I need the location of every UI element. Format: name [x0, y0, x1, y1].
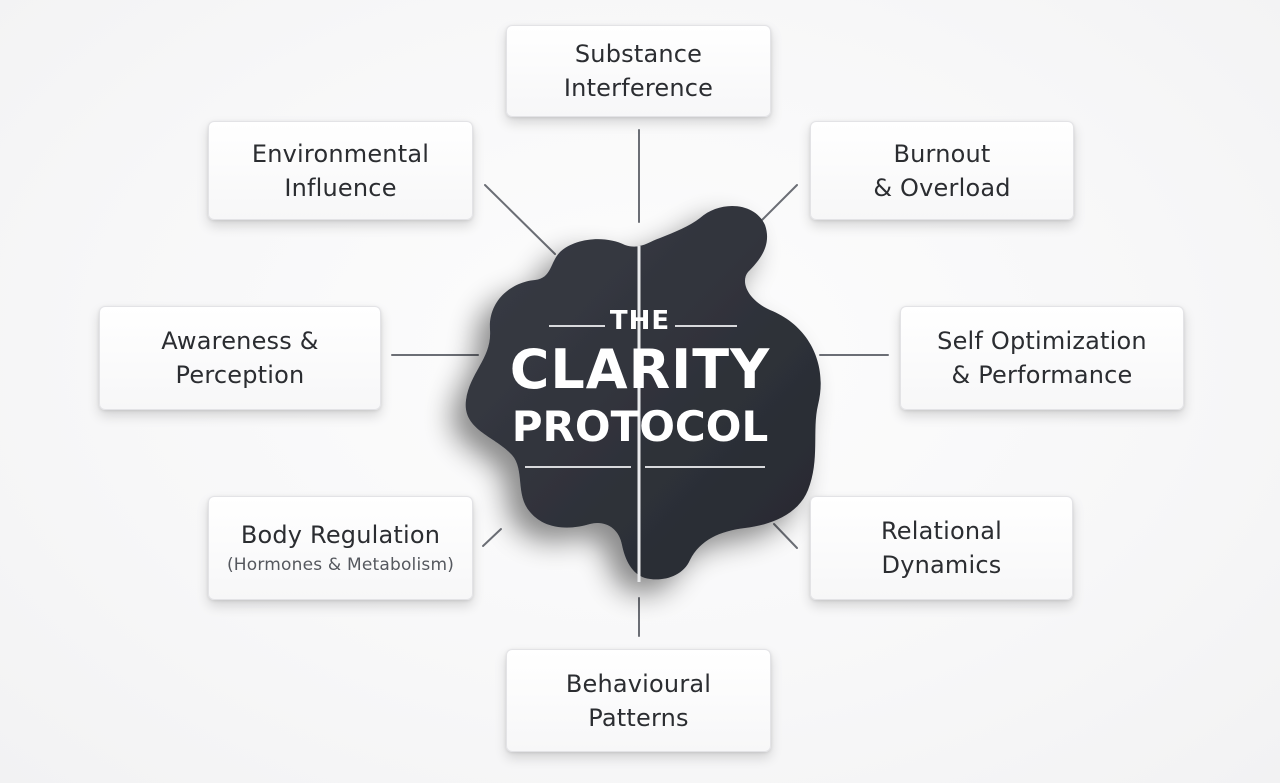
node-label-line: Influence	[284, 173, 397, 202]
node-relational-dynamics[interactable]: Relational Dynamics	[810, 496, 1073, 600]
node-label-line: Patterns	[588, 703, 689, 732]
connector-burnout	[761, 184, 798, 221]
node-substance-interference[interactable]: Substance Interference	[506, 25, 771, 117]
node-burnout-overload[interactable]: Burnout & Overload	[810, 121, 1074, 220]
connector-body-regulation	[482, 528, 502, 547]
title-rules	[525, 325, 765, 468]
node-awareness-perception[interactable]: Awareness & Perception	[99, 306, 381, 410]
node-label-line: Dynamics	[881, 551, 1002, 579]
node-label-line: Substance	[574, 40, 703, 68]
node-label-line: & Overload	[873, 173, 1011, 202]
node-environmental-influence[interactable]: Environmental Influence	[208, 121, 473, 220]
node-label-line: Relational	[880, 517, 1003, 545]
node-label-line: Perception	[175, 361, 305, 389]
node-label-line: Interference	[563, 74, 714, 102]
title-protocol: PROTOCOL	[511, 402, 769, 451]
node-behavioural-patterns[interactable]: Behavioural Patterns	[506, 649, 771, 752]
connector-relational	[773, 523, 798, 549]
title-the: THE	[609, 306, 671, 336]
node-label-line: Behavioural	[565, 669, 712, 698]
node-label-line: Self Optimization	[937, 327, 1147, 355]
connector-environmental	[484, 184, 556, 255]
node-sublabel: (Hormones & Metabolism)	[226, 555, 455, 575]
node-self-optimization-performance[interactable]: Self Optimization & Performance	[900, 306, 1184, 410]
node-body-regulation[interactable]: Body Regulation (Hormones & Metabolism)	[208, 496, 473, 600]
title-clarity: CLARITY	[509, 338, 771, 401]
node-label-line: Awareness &	[161, 327, 319, 355]
central-blob	[465, 205, 821, 580]
connector-lines	[391, 129, 889, 637]
node-label-line: & Performance	[951, 361, 1133, 389]
node-label-line: Environmental	[251, 139, 430, 168]
node-label-line: Body Regulation	[240, 521, 441, 549]
node-label-line: Burnout	[893, 139, 991, 168]
